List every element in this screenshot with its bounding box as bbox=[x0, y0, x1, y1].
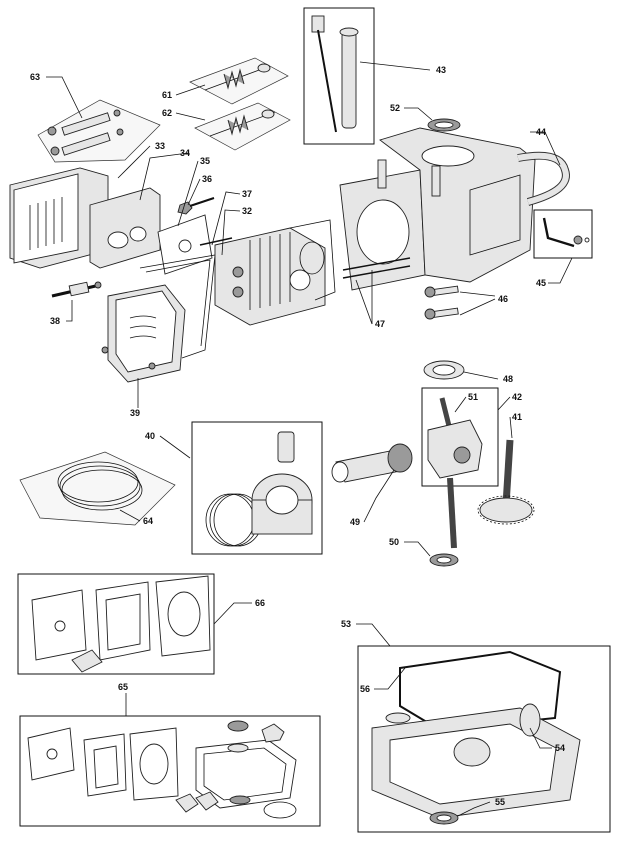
part-45-hardware-box bbox=[533, 209, 593, 259]
label-33: 33 bbox=[155, 141, 165, 151]
part-44-breather-hose bbox=[517, 151, 570, 206]
part-41-camshaft bbox=[477, 439, 535, 525]
part-32-cylinder-head bbox=[199, 227, 326, 326]
part-35-muffler-gasket bbox=[157, 214, 213, 275]
label-53: 53 bbox=[341, 619, 351, 629]
label-47: 47 bbox=[375, 319, 385, 329]
label-56: 56 bbox=[360, 684, 370, 694]
label-51: 51 bbox=[468, 392, 478, 402]
part-46-bolts bbox=[424, 285, 459, 320]
part-head-gasket bbox=[289, 219, 336, 301]
part-64-ring-set bbox=[19, 451, 176, 526]
label-42: 42 bbox=[512, 392, 522, 402]
label-49: 49 bbox=[350, 517, 360, 527]
part-63-bolt-kit bbox=[37, 99, 161, 163]
part-39-valve-cover bbox=[101, 284, 186, 383]
label-52: 52 bbox=[390, 103, 400, 113]
part-34-muffler bbox=[89, 187, 161, 269]
part-43-dipstick-group bbox=[303, 7, 375, 145]
label-62: 62 bbox=[162, 108, 172, 118]
engine-block bbox=[339, 127, 536, 291]
label-32: 32 bbox=[242, 206, 252, 216]
label-46: 46 bbox=[498, 294, 508, 304]
label-54: 54 bbox=[555, 743, 565, 753]
label-65: 65 bbox=[118, 682, 128, 692]
label-41: 41 bbox=[512, 412, 522, 422]
label-38: 38 bbox=[50, 316, 60, 326]
leader-lines bbox=[46, 61, 573, 817]
label-44: 44 bbox=[536, 127, 546, 137]
label-40: 40 bbox=[145, 431, 155, 441]
part-42-crankshaft-box bbox=[421, 387, 499, 549]
label-35: 35 bbox=[200, 156, 210, 166]
part-65-gasket-kit bbox=[19, 715, 321, 827]
label-39: 39 bbox=[130, 408, 140, 418]
part-49-connecting-rod bbox=[331, 443, 413, 483]
part-33-muffler-guard bbox=[9, 167, 109, 269]
part-48-bearing bbox=[423, 360, 465, 380]
label-64: 64 bbox=[143, 516, 153, 526]
part-66-gasket-kit bbox=[17, 573, 215, 675]
label-48: 48 bbox=[503, 374, 513, 384]
label-61: 61 bbox=[162, 90, 172, 100]
part-labels: 63 61 62 43 52 44 33 34 35 36 37 32 38 3… bbox=[30, 65, 565, 807]
label-37: 37 bbox=[242, 189, 252, 199]
part-52-oil-seal bbox=[427, 118, 461, 132]
label-36: 36 bbox=[202, 174, 212, 184]
label-43: 43 bbox=[436, 65, 446, 75]
part-61-valve-kit bbox=[189, 57, 289, 105]
part-36-bolt bbox=[177, 197, 215, 215]
label-34: 34 bbox=[180, 148, 190, 158]
label-50: 50 bbox=[389, 537, 399, 547]
part-50-washer bbox=[429, 553, 459, 567]
label-66: 66 bbox=[255, 598, 265, 608]
part-40-piston-box bbox=[191, 421, 323, 555]
part-62-valve-kit bbox=[194, 102, 291, 151]
label-45: 45 bbox=[536, 278, 546, 288]
label-55: 55 bbox=[495, 797, 505, 807]
part-53-sump-box bbox=[357, 645, 611, 833]
part-39-cover-gasket bbox=[139, 254, 216, 359]
label-63: 63 bbox=[30, 72, 40, 82]
part-38-spark-plug bbox=[51, 281, 102, 298]
